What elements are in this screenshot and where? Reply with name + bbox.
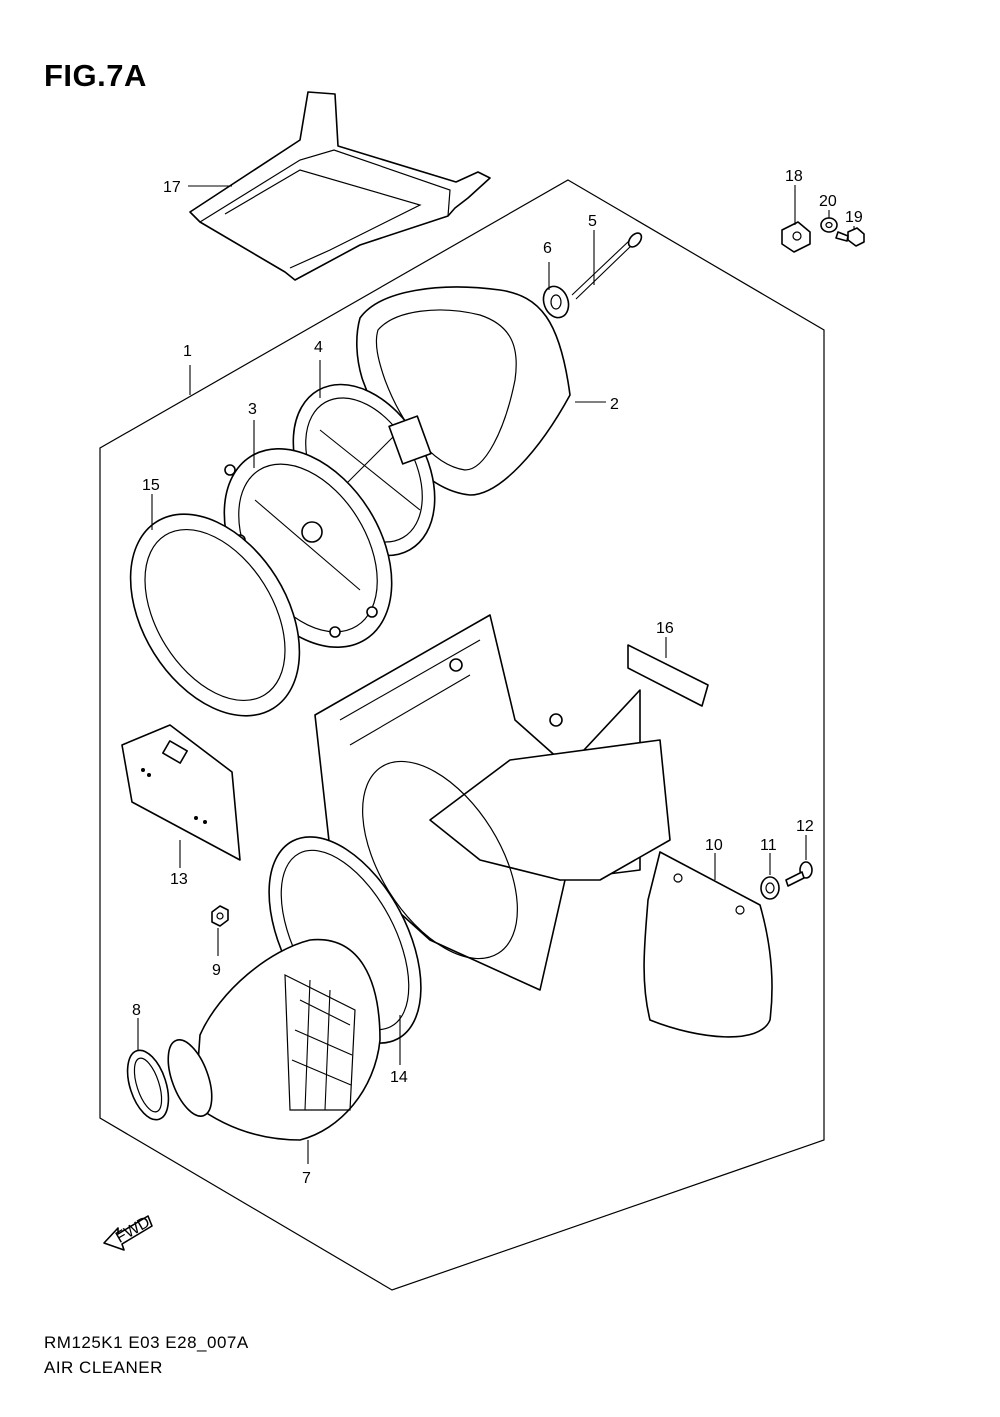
callout-11: 11 [760,837,777,854]
assembly-boundary [99,179,825,1291]
callout-4: 4 [314,339,323,356]
fwd-label: FWD [113,1214,153,1247]
callout-2: 2 [610,396,619,413]
part-16-seal-strip[interactable] [627,644,709,707]
callout-8: 8 [132,1002,141,1019]
part-5-long-screw[interactable] [571,231,644,300]
callout-13: 13 [170,871,188,888]
callout-10: 10 [705,837,723,854]
part-17-cover[interactable] [189,91,491,281]
part-15-gasket[interactable] [96,484,335,747]
part-12-screw[interactable] [785,861,813,887]
part-11-washer[interactable] [760,876,780,900]
callout-14: 14 [390,1069,408,1086]
part-1-air-box[interactable] [314,614,671,991]
part-19-bolt[interactable] [835,227,865,247]
part-20-washer[interactable] [820,217,838,233]
leader-lines [137,185,855,1164]
part-8-clamp[interactable] [120,1045,176,1125]
callout-12: 12 [796,818,814,835]
figure-code: RM125K1 E03 E28_007A [44,1333,249,1352]
figure-name: AIR CLEANER [44,1358,163,1377]
callout-17: 17 [163,179,181,196]
callout-6: 6 [543,240,552,257]
callout-18: 18 [785,168,803,185]
part-13-plate[interactable] [121,724,241,861]
callout-numbers: 1 2 3 4 5 6 7 8 9 10 11 12 13 14 15 16 1… [132,168,863,1187]
callout-1: 1 [183,343,192,360]
part-6-washer[interactable] [539,283,572,321]
figure-title: FIG.7A [44,58,147,93]
callout-15: 15 [142,477,160,494]
part-9-nut[interactable] [211,905,229,927]
callout-7: 7 [302,1170,311,1187]
callout-5: 5 [588,213,597,230]
fwd-arrow-icon: FWD [103,1214,153,1251]
part-7-intake-boot[interactable] [159,938,381,1141]
part-10-mud-flap[interactable] [643,851,773,1038]
callout-20: 20 [819,193,837,210]
callout-16: 16 [656,620,674,637]
callout-19: 19 [845,209,863,226]
part-18-clip-nut[interactable] [781,221,811,253]
callout-9: 9 [212,962,221,979]
callout-3: 3 [248,401,257,418]
